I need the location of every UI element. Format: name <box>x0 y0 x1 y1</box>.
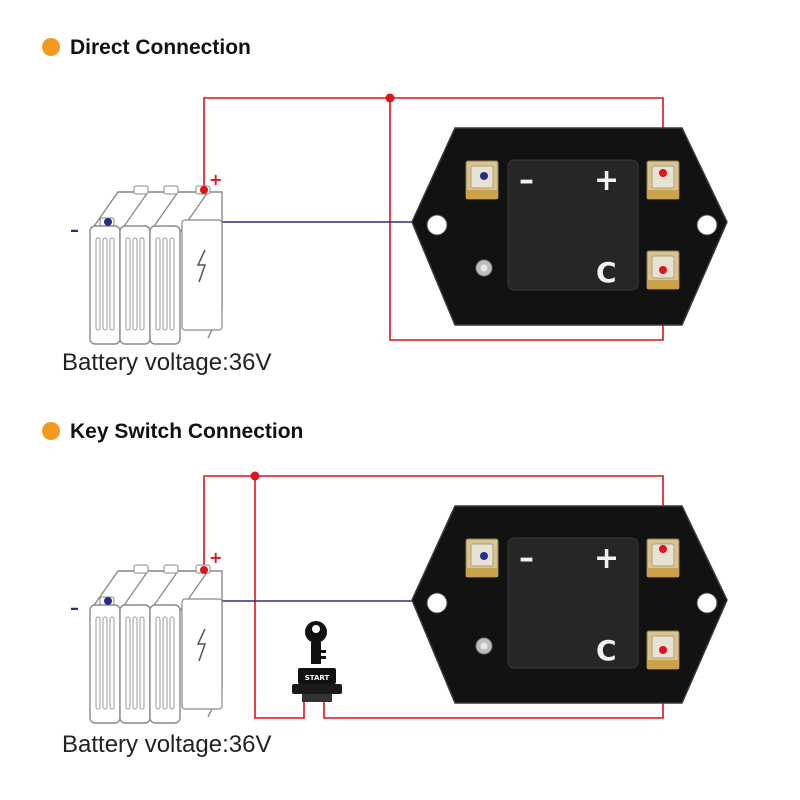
terminal-c-dot <box>659 646 667 654</box>
key-icon <box>305 621 327 664</box>
controller-device: – + C <box>411 505 728 704</box>
device-c-label: C <box>596 256 617 289</box>
section-direct-connection: Direct Connection + – Battery voltage:36… <box>42 36 728 376</box>
controller-device: – + C <box>411 127 728 326</box>
device-plus-label: + <box>594 163 619 198</box>
terminal-minus-dot <box>480 172 488 180</box>
battery-pack <box>89 185 223 345</box>
device-minus-label: – <box>519 541 534 576</box>
terminal-plus-dot <box>659 169 667 177</box>
section-title: Key Switch Connection <box>70 420 303 443</box>
section-title: Direct Connection <box>70 36 251 59</box>
battery-plus-sign: + <box>209 548 222 567</box>
battery-negative-terminal <box>104 597 112 605</box>
battery-negative-terminal <box>104 218 112 226</box>
battery-voltage-caption: Battery voltage:36V <box>62 349 271 376</box>
battery-plus-sign: + <box>209 170 222 189</box>
device-minus-label: – <box>519 163 534 198</box>
terminal-minus-dot <box>480 552 488 560</box>
bullet-icon <box>42 422 60 440</box>
key-switch-label: START <box>305 674 330 682</box>
terminal-plus-dot <box>659 545 667 553</box>
battery-pack <box>89 564 223 724</box>
battery-minus-sign: – <box>70 598 79 619</box>
battery-positive-terminal <box>200 186 208 194</box>
device-plus-label: + <box>594 541 619 576</box>
key-switch: START <box>292 621 342 702</box>
section-key-switch-connection: Key Switch Connection + – Battery voltag… <box>42 420 728 758</box>
battery-positive-terminal <box>200 566 208 574</box>
battery-voltage-caption: Battery voltage:36V <box>62 731 271 758</box>
battery-minus-sign: – <box>70 220 79 241</box>
terminal-c-dot <box>659 266 667 274</box>
device-c-label: C <box>596 634 617 667</box>
bullet-icon <box>42 38 60 56</box>
